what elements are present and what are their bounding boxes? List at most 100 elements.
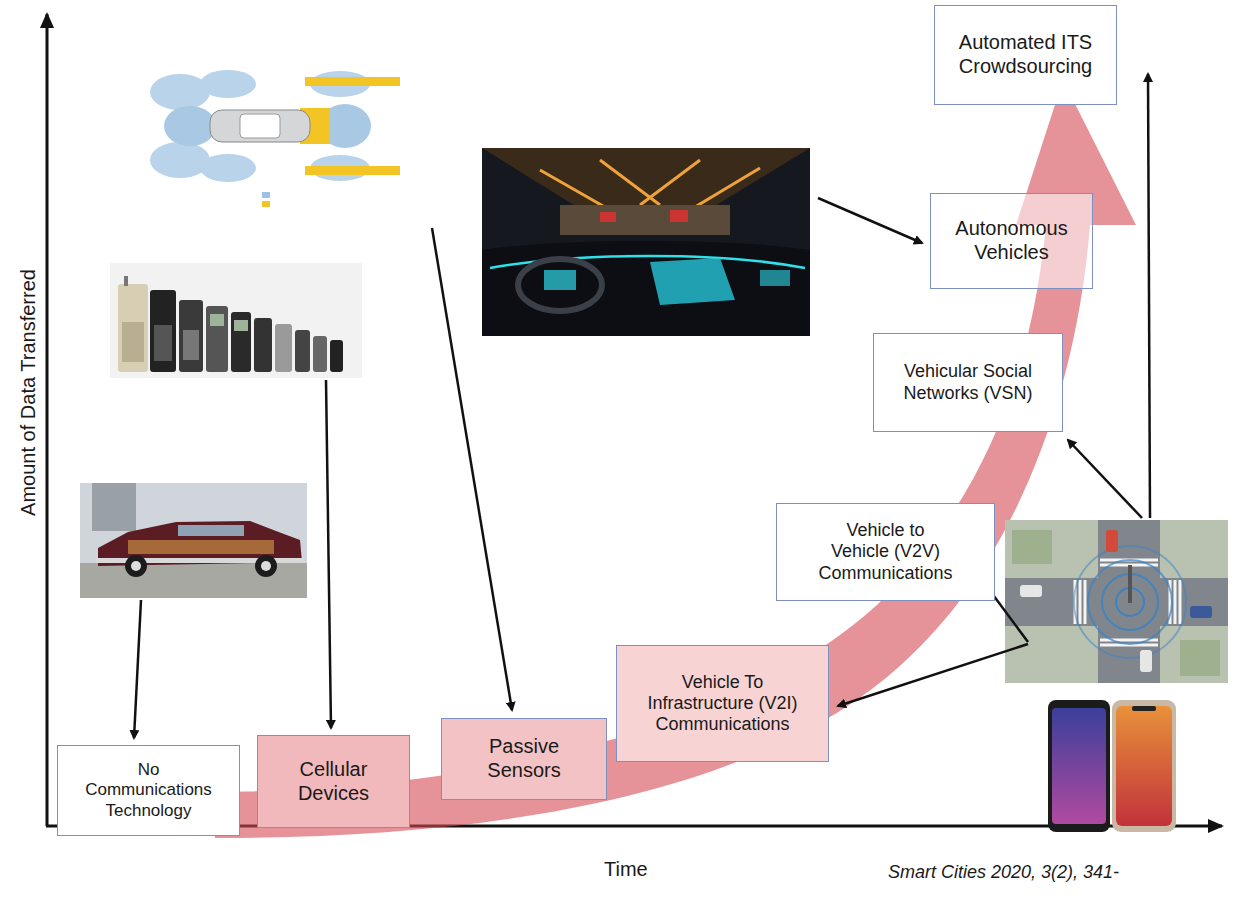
vintage-car-photo <box>80 483 307 598</box>
autonomous-cockpit-photo-part <box>482 241 810 336</box>
connected-intersection-illustration-part <box>1005 520 1228 683</box>
sensor-coverage-diagram-part <box>150 142 210 178</box>
sensor-coverage-diagram-part <box>210 110 310 142</box>
autonomous-cockpit-photo-part <box>482 148 810 336</box>
vintage-car-photo-part <box>125 555 147 577</box>
phone-evolution-photo-part <box>210 314 224 326</box>
sensor-coverage-diagram-part <box>262 201 270 207</box>
connected-intersection-illustration-part <box>1088 560 1172 644</box>
stage-box: Vehicle To Infrastructure (V2I) Communic… <box>616 645 829 762</box>
sensor-coverage-diagram-part <box>262 192 270 198</box>
leader-arrows-part <box>818 198 922 243</box>
connected-intersection-illustration-part <box>1128 565 1132 603</box>
stage-box: Vehicular Social Networks (VSN) <box>873 333 1063 432</box>
autonomous-cockpit-photo-part <box>560 205 730 235</box>
stage-label: Vehicle To Infrastructure (V2I) Communic… <box>638 672 808 736</box>
connected-intersection-illustration-part <box>1020 585 1042 597</box>
stage-label: Vehicular Social Networks (VSN) <box>893 361 1043 403</box>
autonomous-cockpit-photo-part <box>760 270 790 286</box>
sensor-coverage-diagram-part <box>200 70 256 98</box>
source-citation: Smart Cities 2020, 3(2), 341- <box>888 862 1119 883</box>
phone-evolution-photo-part <box>231 312 251 372</box>
phone-evolution-photo-part <box>150 290 176 372</box>
autonomous-cockpit-photo-part <box>540 160 760 210</box>
autonomous-cockpit-photo-part <box>670 210 688 222</box>
leader-arrows-part <box>134 600 141 738</box>
connected-intersection-illustration-part <box>1012 530 1052 564</box>
smartphones-photo-part <box>1116 706 1172 826</box>
sensor-coverage-diagram-part <box>305 77 400 86</box>
sensor-coverage-diagram-part <box>164 106 216 146</box>
connected-intersection-illustration-part <box>1074 546 1186 658</box>
smartphones-photo-part <box>1052 708 1106 824</box>
sensor-coverage-diagram-part <box>150 74 210 110</box>
phone-evolution-photo <box>110 263 362 378</box>
stage-box: Cellular Devices <box>257 735 410 828</box>
stage-label: Vehicle to Vehicle (V2V) Communications <box>816 520 956 584</box>
stage-box: Vehicle to Vehicle (V2V) Communications <box>776 503 995 601</box>
vintage-car-photo-part <box>255 555 277 577</box>
autonomous-cockpit-photo-part <box>650 258 735 305</box>
vintage-car-photo-part <box>128 540 274 554</box>
axis-title: Time <box>604 858 648 881</box>
stage-label: No Communications Technology <box>79 760 219 820</box>
leader-arrows-part <box>432 228 512 710</box>
stage-label: Passive Sensors <box>464 735 584 782</box>
phone-evolution-photo-part <box>206 306 228 372</box>
sensor-coverage-diagram <box>150 70 405 207</box>
stage-box: Autonomous Vehicles <box>930 193 1093 289</box>
autonomous-cockpit-photo-part <box>518 259 602 311</box>
autonomous-cockpit-photo-part <box>482 148 810 215</box>
leader-arrows-part <box>1148 74 1150 518</box>
phone-evolution-photo-part <box>275 324 292 372</box>
connected-intersection-illustration-part <box>1140 650 1152 672</box>
phone-evolution-photo-part <box>122 322 144 362</box>
phone-evolution-photo-part <box>183 330 199 360</box>
stage-label: Automated ITS Crowdsourcing <box>946 31 1106 78</box>
phone-evolution-photo-part <box>124 276 128 286</box>
phone-evolution-photo-part <box>234 320 248 331</box>
connected-intersection-illustration <box>1005 520 1228 683</box>
connected-intersection-illustration-part <box>1190 606 1212 618</box>
leader-arrows-part <box>1068 440 1142 518</box>
leader-arrows-part <box>838 644 1028 706</box>
connected-intersection-illustration-part <box>1100 560 1158 645</box>
autonomous-cockpit-photo-part <box>600 212 616 222</box>
phone-evolution-photo-part <box>110 263 362 378</box>
phone-evolution-photo-part <box>154 325 172 361</box>
stage-label: Cellular Devices <box>274 758 394 805</box>
sensor-coverage-diagram-part <box>240 114 280 138</box>
connected-intersection-illustration-part <box>1106 530 1118 552</box>
phone-evolution-photo-part <box>118 284 148 372</box>
autonomous-cockpit-photo <box>482 148 810 336</box>
phone-evolution-photo-part <box>330 340 343 372</box>
smartphones-photo <box>1048 700 1176 832</box>
sensor-coverage-diagram-part <box>150 70 405 182</box>
growth-arrow <box>215 80 1136 838</box>
stage-box: No Communications Technology <box>57 745 240 836</box>
stage-box: Passive Sensors <box>441 718 607 800</box>
stage-box: Automated ITS Crowdsourcing <box>934 5 1117 105</box>
vintage-car-photo-part <box>131 561 141 571</box>
leader-arrows-part <box>326 380 331 728</box>
leader-arrows <box>134 74 1150 738</box>
phone-evolution-photo-part <box>254 318 272 372</box>
axis-title: Amount of Data Transferred <box>17 269 40 516</box>
vintage-car-photo-part <box>261 561 271 571</box>
phone-evolution-photo-part <box>313 336 327 372</box>
stage-label: Autonomous Vehicles <box>947 217 1077 264</box>
sensor-coverage-diagram-part <box>200 154 256 182</box>
autonomous-cockpit-photo-part <box>544 270 576 290</box>
smartphones-photo-part <box>1132 706 1156 711</box>
sensor-coverage-diagram-part <box>305 166 400 175</box>
vintage-car-photo-part <box>178 525 244 536</box>
vintage-car-photo-part <box>80 483 307 598</box>
connected-intersection-illustration-part <box>1180 640 1220 676</box>
y-axis <box>46 14 49 826</box>
phone-evolution-photo-part <box>179 300 203 372</box>
phone-evolution-photo-part <box>295 330 310 372</box>
smartphones-photo-part <box>1112 700 1176 832</box>
vintage-car-photo-part <box>92 483 136 531</box>
